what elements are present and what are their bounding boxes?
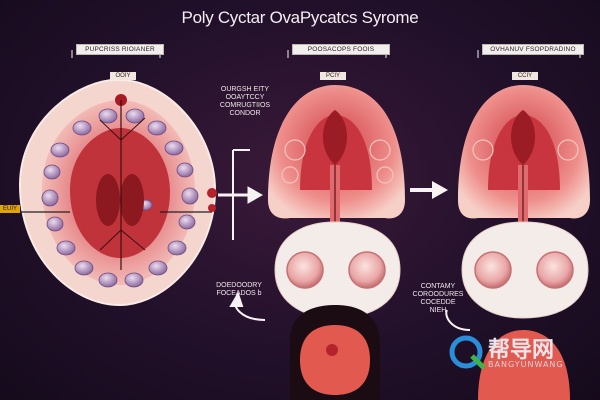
left-header-label: PUPCRISS RIOIANER [76,44,164,55]
note-line: DOEDOODRY [216,282,262,289]
note-bottom-right: CONTAMY COROODURES COCEDDE NIEH [398,283,478,315]
watermark-en: BANGYUNWANG [488,360,564,369]
note-line: FOCEADOS b [216,290,262,297]
follicles [41,108,199,288]
watermark-logo [449,335,486,370]
note-line: COCEDDE [420,299,456,306]
right-tag: CCIY [512,72,538,80]
note-line: CONDOR [229,110,261,117]
note-line: OOAYTCCY [225,94,265,101]
watermark-cn: 帮导网 [488,338,555,363]
middle-tag: PCIY [320,72,346,80]
note-line: CONTAMY [420,283,456,290]
note-line: OURGSH EITY [220,86,270,93]
left-ovary [8,78,217,307]
arrow-2 [410,181,448,199]
right-header-label: OVHANUV FSOPDRADINO [482,44,584,55]
curved-arrows [229,291,471,331]
middle-header-label: POOSACOPS FOOIS [292,44,390,55]
page-title: Poly Cyctar OvaPycatcs Syrome [181,8,419,27]
note-bottom-left: DOEDOODRY FOCEADOS b [205,282,273,298]
right-uterus [458,85,590,400]
note-line: COROODURES [412,291,464,298]
note-line: COMRUGTIIOS [219,102,271,109]
left-tag: OOIY [110,72,136,80]
side-tag: EUIY [0,205,21,213]
middle-uterus [268,85,405,400]
arrow-1 [218,149,264,240]
note-top-middle: OURGSH EITY OOAYTCCY COMRUGTIIOS CONDOR [205,86,285,118]
note-line: NIEH [429,307,447,314]
